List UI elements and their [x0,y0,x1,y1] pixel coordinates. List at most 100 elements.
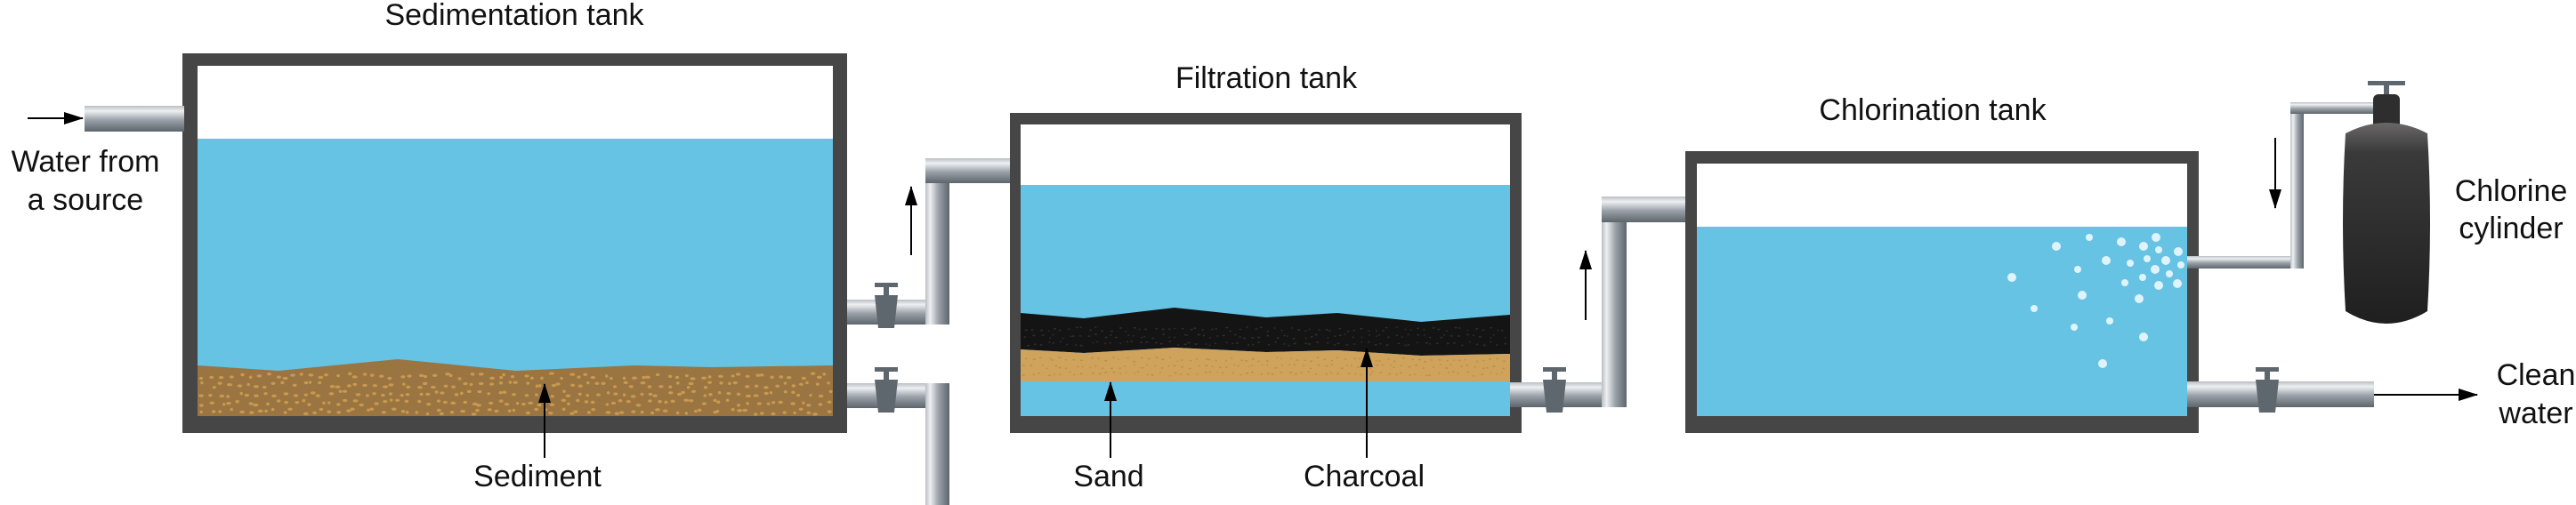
particle [383,399,388,404]
particle [1143,335,1146,338]
particle [1118,327,1122,329]
particle [489,401,494,405]
particle [1353,343,1356,345]
particle [1048,341,1051,343]
particle [1026,344,1030,347]
particle [256,374,262,378]
particle [1089,329,1093,332]
particle [450,401,456,405]
particle [1054,365,1058,367]
source-label-line1: Water from [12,145,160,179]
particle [1168,341,1172,343]
particle [703,394,707,397]
particle [735,373,741,376]
drain-valve-icon[interactable] [875,367,898,413]
particle [1395,334,1399,337]
particle [1353,357,1357,360]
particle [528,401,534,405]
particle [1345,358,1347,361]
particle [395,398,400,403]
particle [198,404,204,407]
particle [1154,365,1157,367]
particle [336,411,342,414]
particle [1097,357,1100,360]
particle [1451,371,1455,373]
particle [1348,373,1351,375]
particle [1032,358,1037,361]
particle [1375,359,1377,362]
particle [287,407,293,411]
particle [1041,334,1045,336]
particle [402,382,406,386]
particle [1315,341,1319,343]
particle [1187,341,1191,344]
particle [1119,373,1122,375]
particle [1425,374,1428,377]
valve-icon[interactable] [875,283,898,328]
particle [283,392,289,396]
particle [538,384,542,388]
particle [1304,337,1307,340]
particle [613,385,618,389]
particle [827,410,832,413]
particle [1211,365,1214,368]
particle [489,376,496,381]
particle [1385,344,1389,346]
valve-icon[interactable] [1543,367,1566,413]
particle [569,373,576,376]
particle [583,373,588,376]
particle [594,381,600,386]
particle [652,394,658,397]
particle [271,381,276,385]
particle [1395,326,1398,328]
source-label-line2: a source [28,183,143,217]
bubble [2154,281,2163,290]
particle [1325,328,1328,331]
particle [1333,343,1336,346]
particle [487,408,492,412]
particle [1179,373,1183,375]
particle [502,390,507,394]
particle [253,403,259,407]
particle [796,393,801,397]
particle [515,401,520,405]
particle [828,389,833,394]
particle [209,401,215,405]
particle [1230,357,1233,359]
particle [1314,333,1318,336]
particle [549,403,555,406]
particle [1496,357,1499,360]
particle [1304,330,1307,333]
particle [1160,366,1164,369]
particle [1432,366,1434,368]
particle [1353,329,1355,332]
particle [737,409,743,413]
particle [303,412,309,415]
particle [1231,342,1234,345]
particle [1190,359,1192,362]
particle [1286,335,1288,337]
outlet-valve-icon[interactable] [2256,367,2279,413]
particle [675,381,680,385]
particle [1194,343,1198,345]
particle [1239,336,1241,338]
particle [586,381,590,385]
particle [1079,373,1083,375]
particle [1492,333,1495,336]
particle [658,400,662,404]
particle [1482,359,1485,362]
particle [1087,335,1091,338]
particle [222,403,226,406]
particle [1205,371,1208,373]
particle [1379,342,1382,345]
particle [560,376,563,381]
particle [1414,364,1418,366]
particle [1159,372,1161,373]
particle [308,381,312,384]
particle [1393,366,1395,369]
particle [307,403,311,406]
clean-water-label-line2: water [2498,397,2572,430]
particle [352,399,359,403]
particle [1033,343,1037,346]
bubble [2151,265,2160,274]
